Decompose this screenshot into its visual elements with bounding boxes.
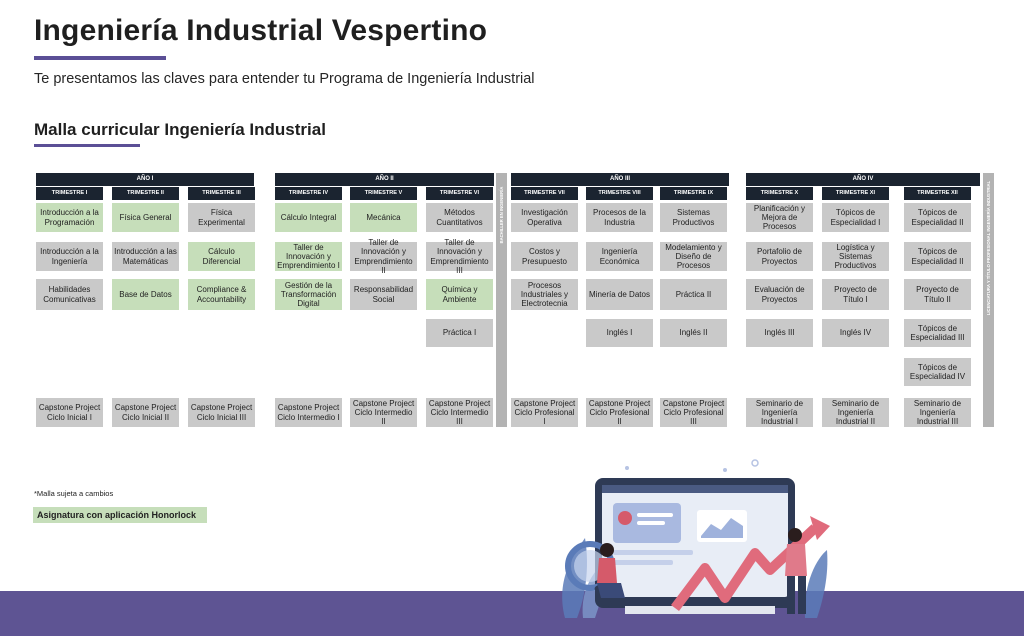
term-header: TRIMESTRE VIII — [586, 187, 653, 200]
course-cell: Responsabilidad Social — [350, 279, 417, 310]
course-cell: Seminario de Ingeniería Industrial II — [822, 398, 889, 427]
course-cell: Tópicos de Especialidad III — [904, 319, 971, 347]
course-cell: Cálculo Diferencial — [188, 242, 255, 271]
year-header-1: AÑO I — [36, 173, 254, 186]
course-cell: Taller de Innovación y Emprendimiento II… — [426, 238, 493, 275]
course-cell: Capstone Project Ciclo Intermedio I — [275, 398, 342, 427]
term-header: TRIMESTRE IV — [275, 187, 342, 200]
bachelor-degree-label: BACHILLER EN INGENIERÍA — [499, 186, 504, 244]
course-cell: Capstone Project Ciclo Profesional I — [511, 398, 578, 427]
course-cell: Capstone Project Ciclo Inicial III — [188, 398, 255, 427]
term-header: TRIMESTRE X — [746, 187, 813, 200]
course-cell: Inglés II — [660, 319, 727, 347]
course-cell: Introducción a las Matemáticas — [112, 242, 179, 271]
course-cell: Ingeniería Económica — [586, 242, 653, 271]
course-cell: Métodos Cuantitativos — [426, 203, 493, 232]
term-header: TRIMESTRE III — [188, 187, 255, 200]
year-header-2: AÑO II — [275, 173, 494, 186]
term-header: TRIMESTRE XI — [822, 187, 889, 200]
year-header-4: AÑO IV — [746, 173, 980, 186]
course-cell: Capstone Project Ciclo Profesional II — [586, 398, 653, 427]
course-cell: Capstone Project Ciclo Inicial I — [36, 398, 103, 427]
course-cell: Taller de Innovación y Emprendimiento I — [275, 242, 342, 271]
course-cell: Procesos de la Industria — [586, 203, 653, 232]
footer-band — [0, 591, 1024, 636]
course-cell: Capstone Project Ciclo Inicial II — [112, 398, 179, 427]
course-cell: Portafolio de Proyectos — [746, 242, 813, 271]
course-cell: Introducción a la Ingeniería — [36, 242, 103, 271]
bachelor-degree-bar — [496, 173, 507, 427]
course-cell: Taller de Innovación y Emprendimiento II — [350, 238, 417, 275]
course-cell: Logística y Sistemas Productivos — [822, 242, 889, 271]
page-subtitle: Te presentamos las claves para entender … — [34, 71, 535, 87]
course-cell: Capstone Project Ciclo Intermedio III — [426, 398, 493, 427]
course-cell: Química y Ambiente — [426, 279, 493, 310]
course-cell: Capstone Project Ciclo Intermedio II — [350, 398, 417, 427]
term-header: TRIMESTRE V — [350, 187, 417, 200]
course-cell: Sistemas Productivos — [660, 203, 727, 232]
term-header: TRIMESTRE XII — [904, 187, 971, 200]
term-header: TRIMESTRE VII — [511, 187, 578, 200]
year-header-3: AÑO III — [511, 173, 729, 186]
course-cell: Tópicos de Especialidad IV — [904, 358, 971, 386]
disclaimer-note: *Malla sujeta a cambios — [34, 489, 114, 498]
course-cell: Inglés I — [586, 319, 653, 347]
course-cell: Tópicos de Especialidad II — [904, 203, 971, 232]
course-cell: Compliance & Accountability — [188, 279, 255, 310]
honorlock-legend: Asignatura con aplicación Honorlock — [33, 507, 207, 523]
course-cell: Gestión de la Transformación Digital — [275, 279, 342, 310]
course-cell: Procesos Industriales y Electrotecnia — [511, 279, 578, 310]
course-cell: Inglés III — [746, 319, 813, 347]
course-cell: Física General — [112, 203, 179, 232]
course-cell: Física Experimental — [188, 203, 255, 232]
course-cell: Cálculo Integral — [275, 203, 342, 232]
licentiate-degree-bar — [983, 173, 994, 427]
course-cell: Introducción a la Programación — [36, 203, 103, 232]
licentiate-degree-label: LICENCIATURA Y TÍTULO PROFESIONAL INGENI… — [986, 180, 991, 316]
course-cell: Evaluación de Proyectos — [746, 279, 813, 310]
course-cell: Proyecto de Título I — [822, 279, 889, 310]
course-cell: Proyecto de Título II — [904, 279, 971, 310]
page-title: Ingeniería Industrial Vespertino — [34, 14, 488, 47]
title-underline — [34, 56, 166, 60]
term-header: TRIMESTRE VI — [426, 187, 493, 200]
section-title: Malla curricular Ingeniería Industrial — [34, 120, 326, 139]
course-cell: Práctica II — [660, 279, 727, 310]
course-cell: Tópicos de Especialidad II — [904, 242, 971, 271]
course-cell: Modelamiento y Diseño de Procesos — [660, 242, 727, 271]
term-header: TRIMESTRE I — [36, 187, 103, 200]
section-underline — [34, 144, 140, 147]
term-header: TRIMESTRE II — [112, 187, 179, 200]
course-cell: Tópicos de Especialidad I — [822, 203, 889, 232]
term-header: TRIMESTRE IX — [660, 187, 727, 200]
course-cell: Seminario de Ingeniería Industrial I — [746, 398, 813, 427]
course-cell: Inglés IV — [822, 319, 889, 347]
course-cell: Costos y Presupuesto — [511, 242, 578, 271]
course-cell: Base de Datos — [112, 279, 179, 310]
analytics-illustration — [562, 459, 830, 618]
course-cell: Investigación Operativa — [511, 203, 578, 232]
course-cell: Mecánica — [350, 203, 417, 232]
course-cell: Capstone Project Ciclo Profesional III — [660, 398, 727, 427]
course-cell: Minería de Datos — [586, 279, 653, 310]
course-cell: Habilidades Comunicativas — [36, 279, 103, 310]
course-cell: Práctica I — [426, 319, 493, 347]
course-cell: Planificación y Mejora de Procesos — [746, 203, 813, 232]
course-cell: Seminario de Ingeniería Industrial III — [904, 398, 971, 427]
